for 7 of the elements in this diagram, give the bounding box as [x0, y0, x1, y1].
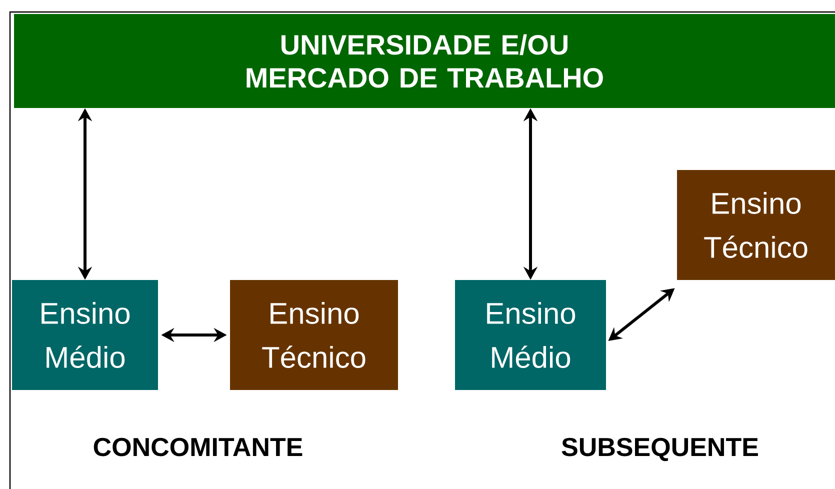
level-box: Ensino Técnico — [677, 170, 835, 280]
caption-label: CONCOMITANTE — [94, 438, 302, 456]
level-box: Ensino Técnico — [230, 280, 398, 390]
level-box: Ensino Médio — [12, 280, 158, 390]
caption-label: SUBSEQUENTE — [562, 438, 758, 462]
title-banner: UNIVERSIDADE E/OU MERCADO DE TRABALHO — [14, 14, 835, 108]
level-box: Ensino Médio — [455, 280, 606, 390]
